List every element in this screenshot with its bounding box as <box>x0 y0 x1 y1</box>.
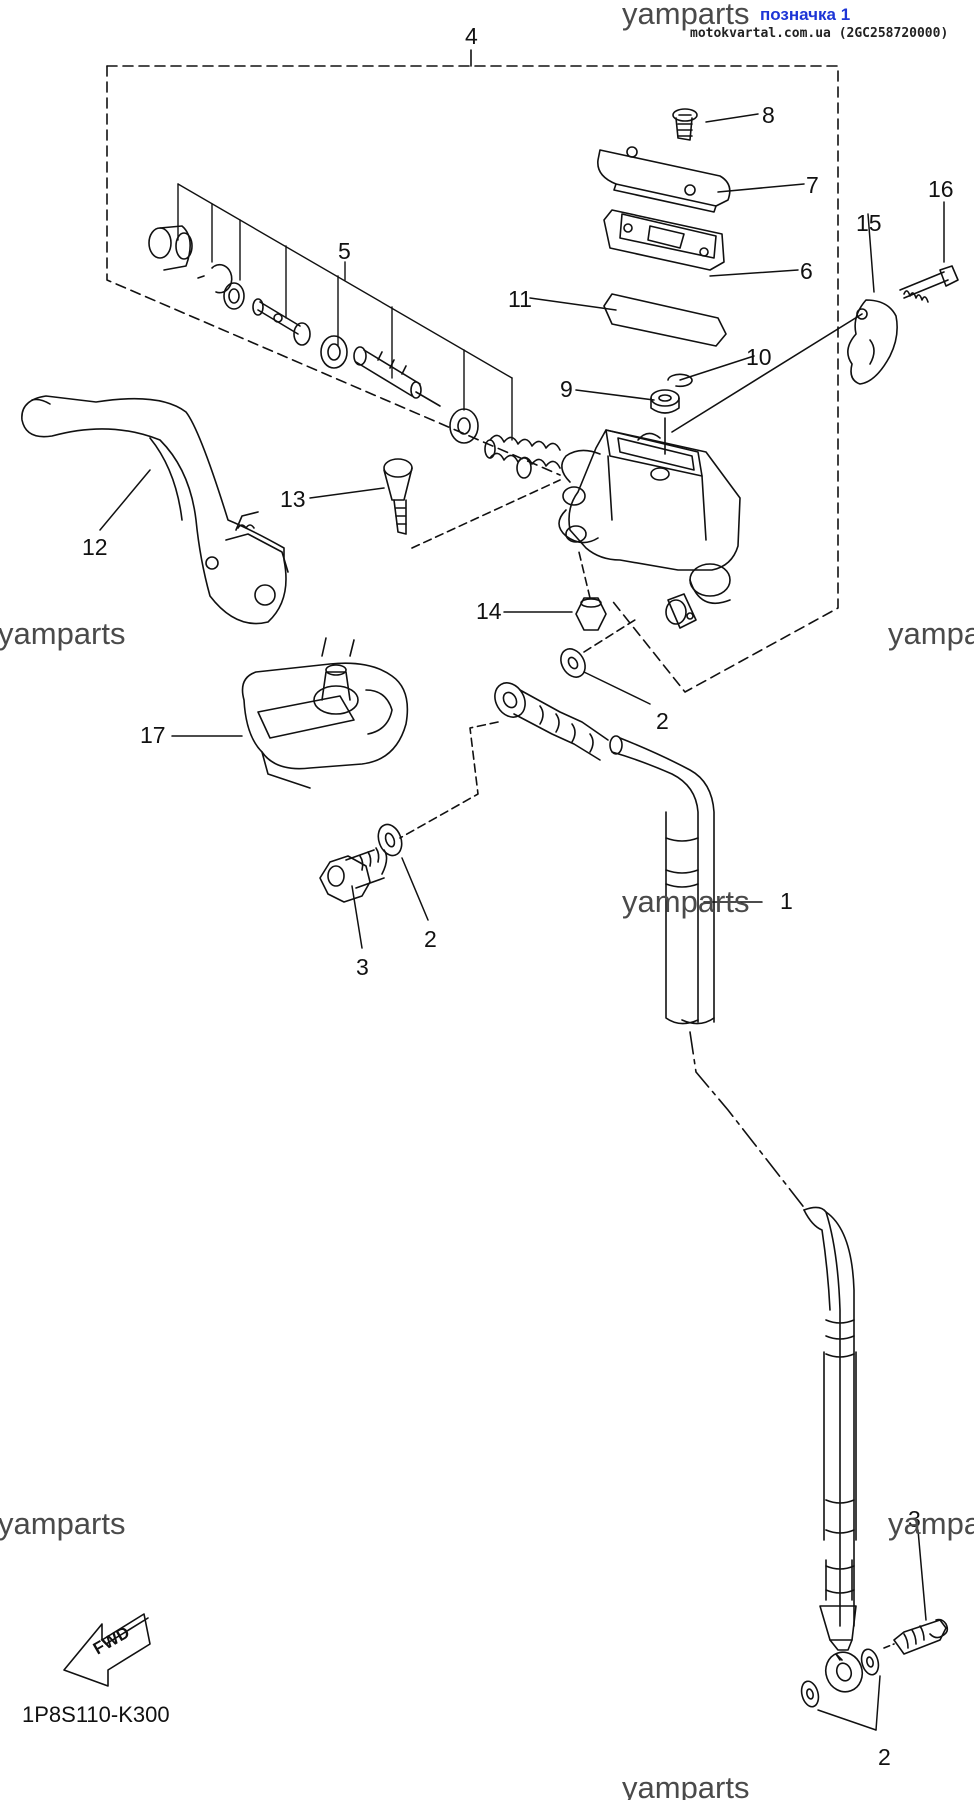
grommet <box>650 389 680 455</box>
bookmark-badge: позначка 1 <box>760 5 851 24</box>
pivot-bolt <box>383 458 561 549</box>
watermark-left-upper: yamparts <box>0 616 126 651</box>
callout-10: 10 <box>746 344 772 370</box>
watermark-right-upper: yamparts <box>888 616 974 651</box>
lever-holder-15 <box>671 299 898 433</box>
watermark-center: yamparts <box>622 884 750 919</box>
diaphragm-plate <box>603 293 727 347</box>
callout-15: 15 <box>856 210 882 236</box>
callout-12: 12 <box>82 534 108 560</box>
callout-4: 4 <box>465 23 478 49</box>
callout-2-lower: 2 <box>878 1744 891 1770</box>
kit-5-parts <box>148 225 561 479</box>
washer-upper <box>560 617 639 678</box>
site-watermark: motokvartal.com.ua (2GC258720000) <box>690 26 949 41</box>
diaphragm <box>603 209 725 271</box>
fwd-arrow-icon <box>63 1613 151 1687</box>
callout-2-middle: 2 <box>424 926 437 952</box>
brake-hose-upper-fitting <box>399 682 609 839</box>
callout-3-middle: 3 <box>356 954 369 980</box>
brake-hose-lower <box>803 1206 857 1661</box>
callout-3-lower: 3 <box>908 1506 921 1532</box>
callout-2-upper: 2 <box>656 708 669 734</box>
cap-screw <box>672 108 698 141</box>
start-lever-holder <box>241 637 409 789</box>
callout-7: 7 <box>806 172 819 198</box>
brake-hose-upper <box>609 735 807 1211</box>
callout-1: 1 <box>780 888 793 914</box>
callout-6: 6 <box>800 258 813 284</box>
kit-5-bracket <box>177 183 513 441</box>
callout-8: 8 <box>762 102 775 128</box>
callout-13: 13 <box>280 486 306 512</box>
watermark-bottom: yamparts <box>622 1770 750 1800</box>
callout-16: 16 <box>928 176 954 202</box>
callout-9: 9 <box>560 376 573 402</box>
assembly-box-outline <box>106 65 839 693</box>
watermark-right-lower: yamparts <box>888 1506 974 1541</box>
leader-lines <box>99 113 945 1731</box>
pivot-nut <box>575 547 607 631</box>
brake-lever <box>21 395 289 625</box>
callout-5: 5 <box>338 238 351 264</box>
middle-bolt-assembly <box>319 823 403 903</box>
watermark-left-lower: yamparts <box>0 1506 126 1541</box>
master-cylinder-body <box>558 429 741 629</box>
callout-17: 17 <box>140 722 166 748</box>
callout-11: 11 <box>508 286 532 312</box>
diagram-code: 1P8S110-K300 <box>22 1702 170 1727</box>
lower-banjo-assembly <box>800 1618 949 1708</box>
holder-bolt-16 <box>899 265 959 303</box>
watermark-top: yamparts <box>622 0 750 31</box>
callout-14: 14 <box>476 598 502 624</box>
reservoir-cap <box>597 146 731 213</box>
